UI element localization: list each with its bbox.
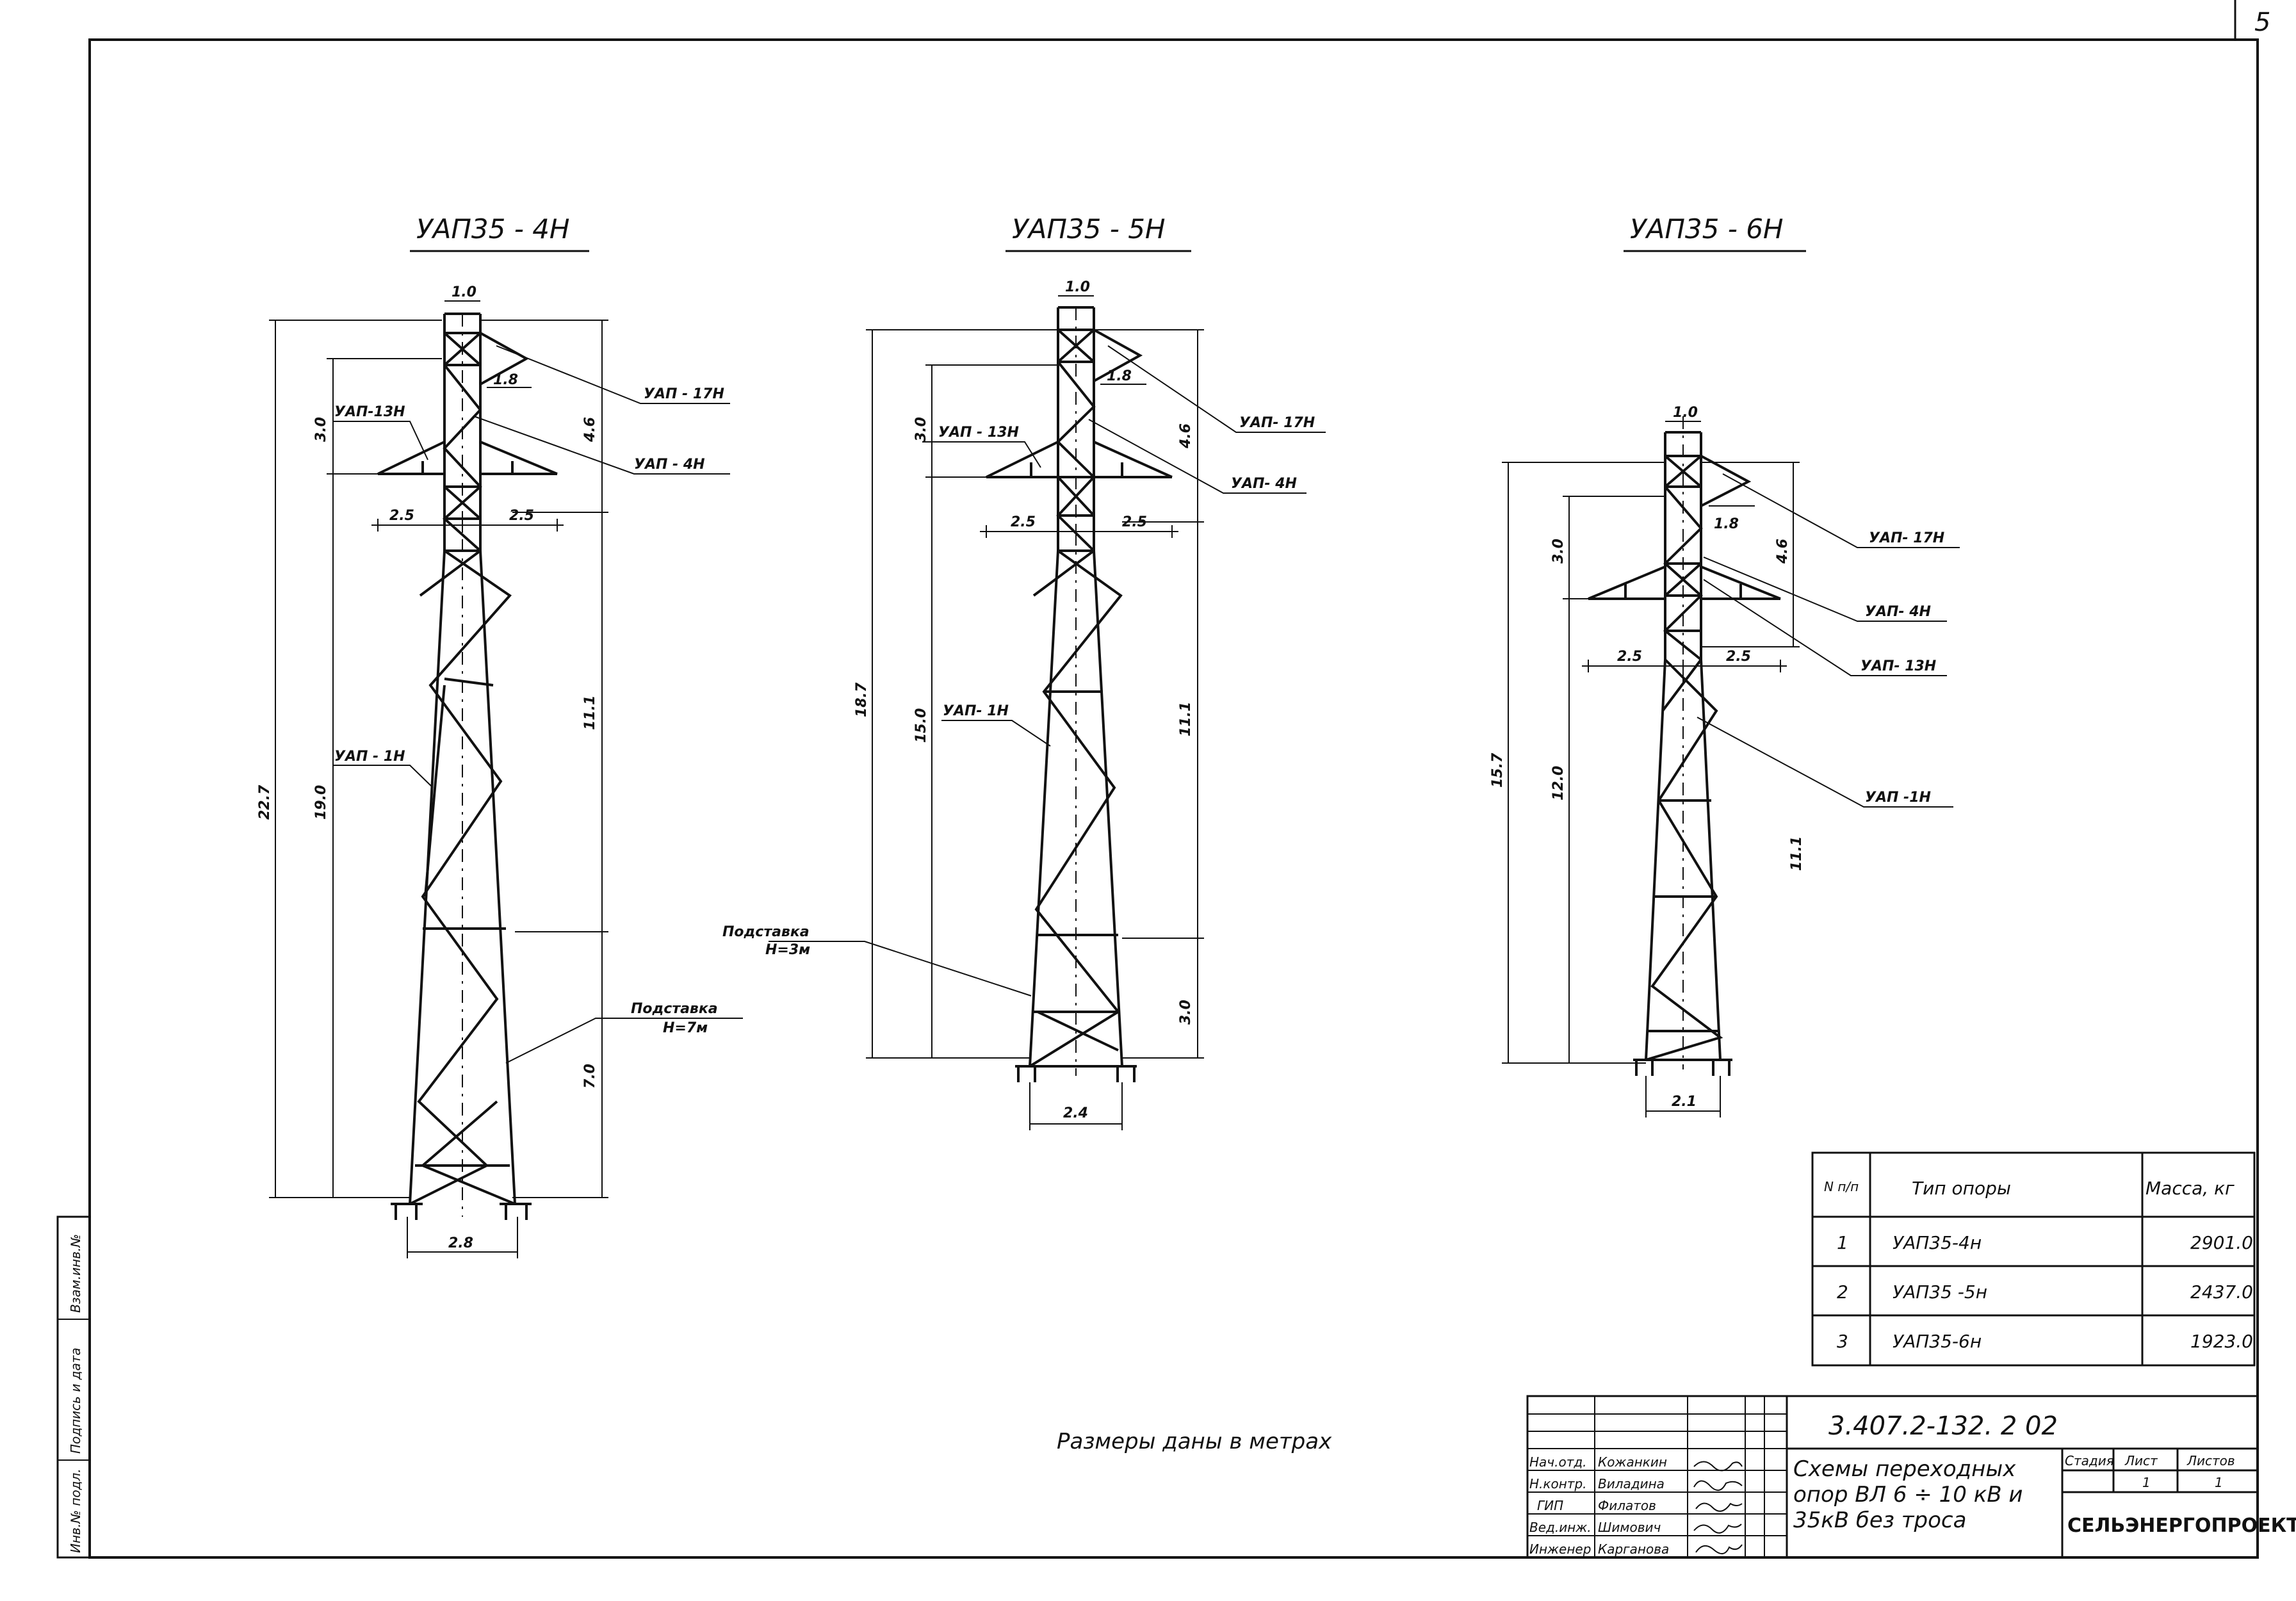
tower-uap35-6n: УАП35 - 6Н [1490, 213, 1960, 1117]
tower-title: УАП35 - 4Н [416, 213, 570, 245]
peak-width: 1.8 [1714, 516, 1739, 532]
doc-code: 3.407.2-132. 2 02 [1828, 1411, 2058, 1441]
label-17: УАП- 17Н [1869, 530, 1944, 546]
tower-uap35-5n: УАП35 - 5Н [722, 213, 1326, 1130]
stage-label: Стадия [2065, 1453, 2114, 1468]
row3-type: УАП35-6н [1893, 1331, 1982, 1352]
th-mass: Масса, кг [2145, 1178, 2235, 1199]
label-4: УАП - 4Н [634, 457, 705, 473]
tower-title: УАП35 - 5Н [1012, 213, 1166, 245]
th-type: Тип опоры [1912, 1178, 2011, 1199]
side-stamp-2: Подпись и дата [68, 1347, 83, 1454]
top-width: 1.0 [452, 284, 476, 300]
peak-width: 1.8 [1107, 368, 1132, 384]
arm-left: 2.5 [1617, 649, 1642, 665]
top-width: 1.0 [1065, 279, 1090, 295]
peak-width: 1.8 [493, 372, 518, 388]
label-17: УАП- 17Н [1239, 415, 1315, 431]
org-name: СЕЛЬЭНЕРГОПРОЕКТ [2067, 1515, 2296, 1537]
total-height: 15.7 [1490, 752, 1506, 788]
role-5: Инженер [1529, 1541, 1591, 1557]
label-13: УАП- 13Н [1860, 658, 1936, 674]
mass-table: N п/п Тип опоры Масса, кг 1 УАП35-4н 290… [1811, 1151, 2256, 1367]
units-note: Размеры даны в метрах [1057, 1429, 1332, 1454]
upper-height: 4.6 [1775, 539, 1791, 564]
title-line-2: опор ВЛ 6 ÷ 10 кВ и [1793, 1482, 2023, 1508]
upper-height: 4.6 [1178, 423, 1194, 449]
label-13: УАП - 13Н [938, 425, 1019, 441]
base-width: 2.4 [1063, 1105, 1088, 1121]
base-height: 7.0 [582, 1064, 598, 1089]
base-width: 2.8 [448, 1235, 473, 1251]
arm-right: 2.5 [509, 508, 534, 524]
base-height: 3.0 [1178, 1000, 1194, 1025]
row2-type: УАП35 -5н [1893, 1281, 1987, 1303]
sub-height: 15.0 [913, 708, 929, 743]
tower-title: УАП35 - 6Н [1630, 213, 1784, 245]
base-note-2: Н=7м [663, 1020, 708, 1036]
label-4: УАП- 4Н [1231, 476, 1297, 492]
arm-gap: 3.0 [313, 417, 329, 442]
lower-height: 11.1 [1789, 836, 1805, 871]
label-17: УАП - 17Н [644, 386, 724, 402]
title-block: 3.407.2-132. 2 02 Схемы переходных опор … [1526, 1395, 2296, 1559]
row2-mass: 2437.0 [2190, 1281, 2253, 1303]
signatures [1693, 1461, 1743, 1554]
role-3: ГИП [1537, 1498, 1563, 1513]
sheet-frame [56, 0, 2259, 1559]
sheets-label: Листов [2186, 1453, 2235, 1468]
top-width: 1.0 [1673, 405, 1698, 421]
role-4: Вед.инж. [1529, 1520, 1592, 1535]
name-5: Карганова [1598, 1541, 1669, 1557]
arm-left: 2.5 [389, 508, 414, 524]
role-1: Нач.отд. [1529, 1454, 1587, 1470]
label-4: УАП- 4Н [1865, 604, 1931, 620]
base-width: 2.1 [1672, 1094, 1697, 1110]
upper-height: 4.6 [582, 417, 598, 443]
row1-type: УАП35-4н [1893, 1232, 1982, 1253]
label-13: УАП-13Н [334, 404, 405, 420]
name-4: Шимович [1598, 1520, 1661, 1535]
role-2: Н.контр. [1529, 1476, 1587, 1491]
row2-num: 2 [1837, 1281, 1848, 1303]
label-1: УАП -1Н [1865, 790, 1931, 806]
title-line-1: Схемы переходных [1793, 1456, 2016, 1482]
row3-mass: 1923.0 [2190, 1331, 2253, 1352]
arm-right: 2.5 [1726, 649, 1751, 665]
side-stamp-3: Взам.инв.№ [68, 1234, 83, 1313]
label-1: УАП- 1Н [943, 703, 1009, 719]
side-stamp-1: Инв.№ подл. [68, 1468, 83, 1553]
sub-height: 19.0 [313, 785, 329, 820]
lower-height: 11.1 [1178, 702, 1194, 736]
row3-num: 3 [1837, 1331, 1848, 1352]
arm-gap: 3.0 [1551, 539, 1567, 564]
total-height: 22.7 [257, 784, 273, 820]
label-1: УАП - 1Н [334, 749, 405, 765]
lower-height: 11.1 [582, 695, 598, 730]
tower-uap35-4n: УАП35 - 4Н [257, 213, 743, 1258]
base-note-2: Н=3м [765, 942, 810, 958]
sheets-value: 1 [2215, 1475, 2223, 1490]
arm-right: 2.5 [1122, 514, 1147, 530]
sheet-value: 1 [2142, 1475, 2151, 1490]
arm-left: 2.5 [1011, 514, 1036, 530]
name-2: Виладина [1598, 1476, 1665, 1491]
arm-gap: 3.0 [913, 417, 929, 442]
row1-mass: 2901.0 [2190, 1232, 2253, 1253]
name-1: Кожанкин [1598, 1454, 1667, 1470]
base-note-1: Подставка [631, 1001, 718, 1017]
page-number: 5 [2254, 8, 2270, 37]
sub-height: 12.0 [1551, 766, 1567, 800]
th-num: N п/п [1824, 1179, 1859, 1194]
base-note-1: Подставка [722, 924, 810, 940]
total-height: 18.7 [854, 682, 870, 717]
title-line-3: 35кВ без троса [1793, 1508, 1966, 1533]
row1-num: 1 [1837, 1232, 1848, 1253]
sheet-label: Лист [2124, 1453, 2158, 1468]
name-3: Филатов [1598, 1498, 1656, 1513]
